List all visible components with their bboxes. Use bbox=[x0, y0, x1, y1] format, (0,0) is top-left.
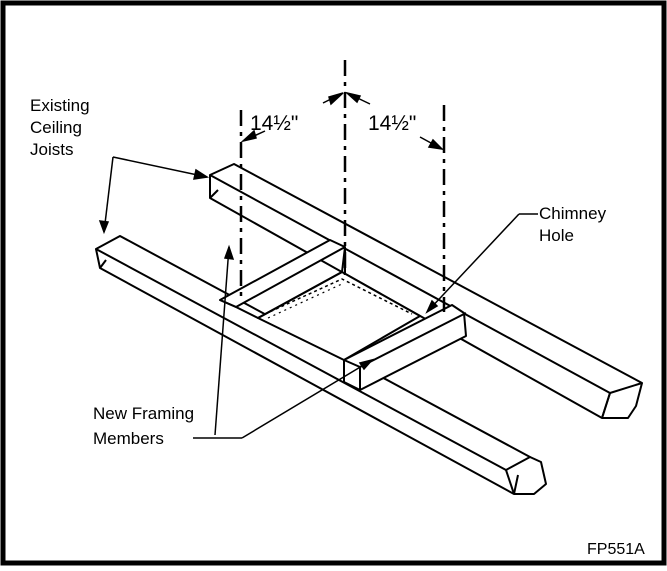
left-dimension-label: 14½" bbox=[250, 112, 298, 135]
dimension-arrows bbox=[240, 91, 445, 151]
existing-ceiling-joists-label-line2: Ceiling bbox=[30, 118, 82, 137]
existing-ceiling-joists-label-line1: Existing bbox=[30, 96, 90, 115]
dimension-center-lines bbox=[239, 60, 446, 312]
back-ceiling-joist bbox=[209, 163, 643, 419]
front-ceiling-joist bbox=[95, 235, 547, 495]
leader-lines bbox=[98, 156, 538, 439]
chimney-hole-label-line2: Hole bbox=[539, 226, 574, 245]
new-framing-members-label-line2: Members bbox=[93, 429, 164, 448]
chimney-hole-label-line1: Chimney bbox=[539, 204, 607, 223]
right-dimension-label: 14½" bbox=[368, 112, 416, 135]
chimney-hole-shading bbox=[264, 278, 413, 315]
new-framing-members-label-line1: New Framing bbox=[93, 404, 194, 423]
existing-ceiling-joists-label-line3: Joists bbox=[30, 140, 73, 159]
left-framing-member bbox=[219, 239, 346, 319]
figure-code-label: FP551A bbox=[587, 541, 645, 558]
